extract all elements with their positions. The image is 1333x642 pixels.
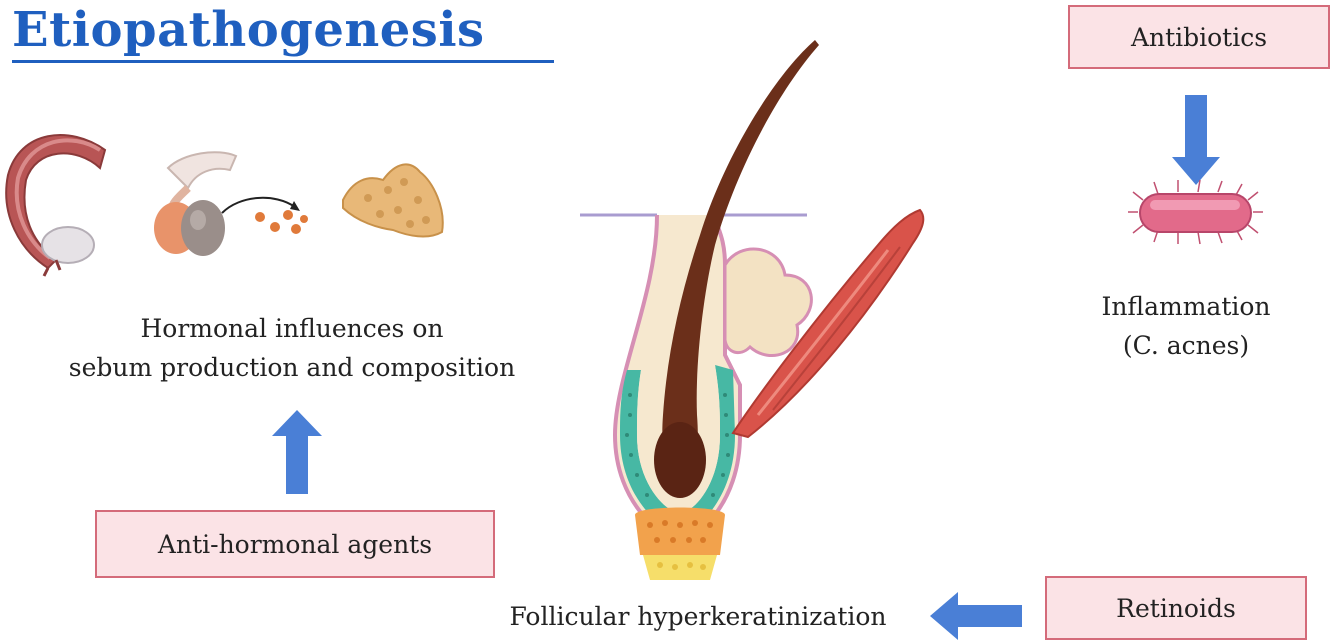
hormonal-influences-label: Hormonal influences on sebum production …	[0, 310, 584, 388]
adrenal-gland-icon	[342, 163, 444, 238]
antibiotics-box: Antibiotics	[1068, 5, 1330, 69]
inflammation-label: Inflammation (C. acnes)	[1050, 288, 1322, 366]
left-arrow-icon	[930, 592, 1022, 640]
hormonal-line-2: sebum production and composition	[68, 352, 516, 382]
title-underline	[12, 60, 554, 63]
arrector-pili-muscle-icon	[731, 208, 925, 439]
inflammation-line-2: (C. acnes)	[1122, 330, 1250, 360]
retinoids-box: Retinoids	[1045, 576, 1307, 640]
pituitary-gland-icon	[154, 151, 238, 256]
follicular-hyperkeratinization-label: Follicular hyperkeratinization	[509, 602, 887, 631]
hormone-particles-icon	[221, 196, 308, 234]
hormonal-line-1: Hormonal influences on	[140, 314, 444, 343]
bacterium-icon	[1128, 179, 1263, 245]
uterus-ovary-icon	[5, 134, 107, 277]
hair-follicle-icon	[580, 40, 819, 580]
inflammation-line-1: Inflammation	[1101, 292, 1271, 321]
page-title: Etiopathogenesis	[12, 2, 485, 58]
up-arrow-icon	[272, 410, 322, 494]
down-arrow-icon	[1172, 95, 1220, 185]
anti-hormonal-agents-box: Anti-hormonal agents	[95, 510, 495, 578]
